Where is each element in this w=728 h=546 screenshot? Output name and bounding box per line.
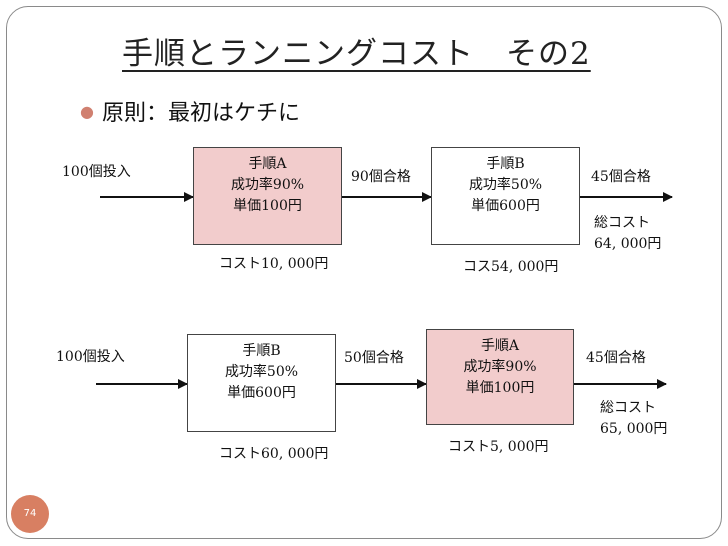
flow1-input-label: 100個投入 <box>62 164 131 180</box>
box-name: 手順A <box>248 156 287 172</box>
slide-frame <box>6 6 722 539</box>
flow2-input-label: 100個投入 <box>56 349 125 365</box>
bullet-dot-icon: ● <box>80 102 94 121</box>
page-number-badge: 74 <box>11 495 49 533</box>
box-unit-price: 単価100円 <box>465 380 535 396</box>
total-cost-label: 総コスト <box>594 215 650 231</box>
flow1-cost-a: コスト10, 000円 <box>219 256 329 272</box>
flow2-output-label: 45個合格 <box>586 350 646 366</box>
flow2-cost-a: コスト5, 000円 <box>448 439 549 455</box>
box-success-rate: 成功率50% <box>468 177 543 193</box>
box-name: 手順B <box>242 343 281 359</box>
flow2-total-cost: 総コスト 65, 000円 <box>600 398 667 440</box>
flow2-box-procedure-a: 手順A 成功率90% 単価100円 <box>426 329 574 425</box>
box-success-rate: 成功率90% <box>230 177 305 193</box>
flow1-output-label: 45個合格 <box>591 169 651 185</box>
flow1-box-procedure-b: 手順B 成功率50% 単価600円 <box>431 147 580 245</box>
box-unit-price: 単価100円 <box>233 198 302 214</box>
flow1-total-cost: 総コスト 64, 000円 <box>594 213 661 255</box>
box-name: 手順A <box>480 338 520 354</box>
box-unit-price: 単価600円 <box>227 385 296 401</box>
box-name: 手順B <box>486 156 525 172</box>
bullet-text: 原則：最初はケチに <box>101 101 300 126</box>
total-cost-value: 65, 000円 <box>600 421 668 437</box>
flow2-mid-label: 50個合格 <box>344 350 404 366</box>
flow1-cost-b: コス54, 000円 <box>463 259 559 275</box>
box-success-rate: 成功率90% <box>463 359 537 375</box>
flow2-cost-b: コスト60, 000円 <box>219 446 329 462</box>
total-cost-label: 総コスト <box>600 400 656 416</box>
flow1-box-procedure-a: 手順A 成功率90% 単価100円 <box>193 147 342 245</box>
total-cost-value: 64, 000円 <box>594 236 662 252</box>
flow1-mid-label: 90個合格 <box>351 169 411 185</box>
box-unit-price: 単価600円 <box>471 198 540 214</box>
bullet-item: ● 原則：最初はケチに <box>80 95 300 127</box>
box-success-rate: 成功率50% <box>224 364 299 380</box>
flow2-box-procedure-b: 手順B 成功率50% 単価600円 <box>187 334 336 432</box>
slide-title: 手順とランニングコスト その2 <box>122 36 591 72</box>
